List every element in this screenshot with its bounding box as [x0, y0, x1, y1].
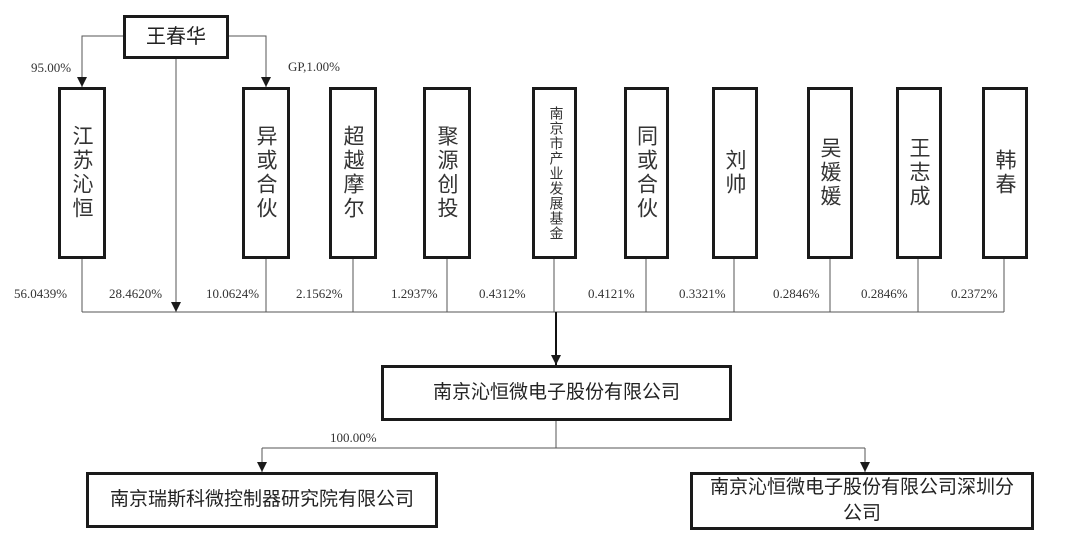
pct-label: 2.1562%: [296, 286, 343, 301]
pct-label-subsidiary: 100.00%: [330, 430, 377, 445]
shareholder-box: 异或合伙: [242, 87, 290, 259]
pct-label: 0.4312%: [479, 286, 526, 301]
shareholder-box: 同或合伙: [624, 87, 669, 259]
pct-label-yihuo-gp: GP,1.00%: [288, 59, 341, 74]
shareholder-box: 吴媛媛: [807, 87, 853, 259]
pct-label: 56.0439%: [14, 286, 68, 301]
shareholder-box: 王志成: [896, 87, 942, 259]
shareholder-box: 聚源创投: [423, 87, 471, 259]
pct-label: 1.2937%: [391, 286, 438, 301]
pct-label: 0.2372%: [951, 286, 998, 301]
pct-label: 0.2846%: [861, 286, 908, 301]
pct-label: 0.3321%: [679, 286, 726, 301]
shareholder-box: 超越摩尔: [329, 87, 377, 259]
pct-label: 0.2846%: [773, 286, 820, 301]
pct-label: 28.4620%: [109, 286, 163, 301]
shareholder-box: 韩春: [982, 87, 1028, 259]
pct-label: 0.4121%: [588, 286, 635, 301]
holder-box-wang-chunhua: 王春华: [123, 15, 229, 59]
company-box: 南京沁恒微电子股份有限公司: [381, 365, 732, 421]
shareholder-box: 刘帅: [712, 87, 758, 259]
shareholder-box: 南京市产业发展基金: [532, 87, 577, 259]
line-wang-to-yihuo: [228, 35, 271, 87]
shareholder-box: 江苏沁恒: [58, 87, 106, 259]
pct-label-jiangsu-qinheng-holding: 95.00%: [31, 60, 72, 75]
line-wang-to-jiangsu: [77, 35, 123, 87]
pct-label: 10.0624%: [206, 286, 260, 301]
branch-box: 南京沁恒微电子股份有限公司深圳分公司: [690, 472, 1034, 530]
subsidiary-box: 南京瑞斯科微控制器研究院有限公司: [86, 472, 438, 528]
